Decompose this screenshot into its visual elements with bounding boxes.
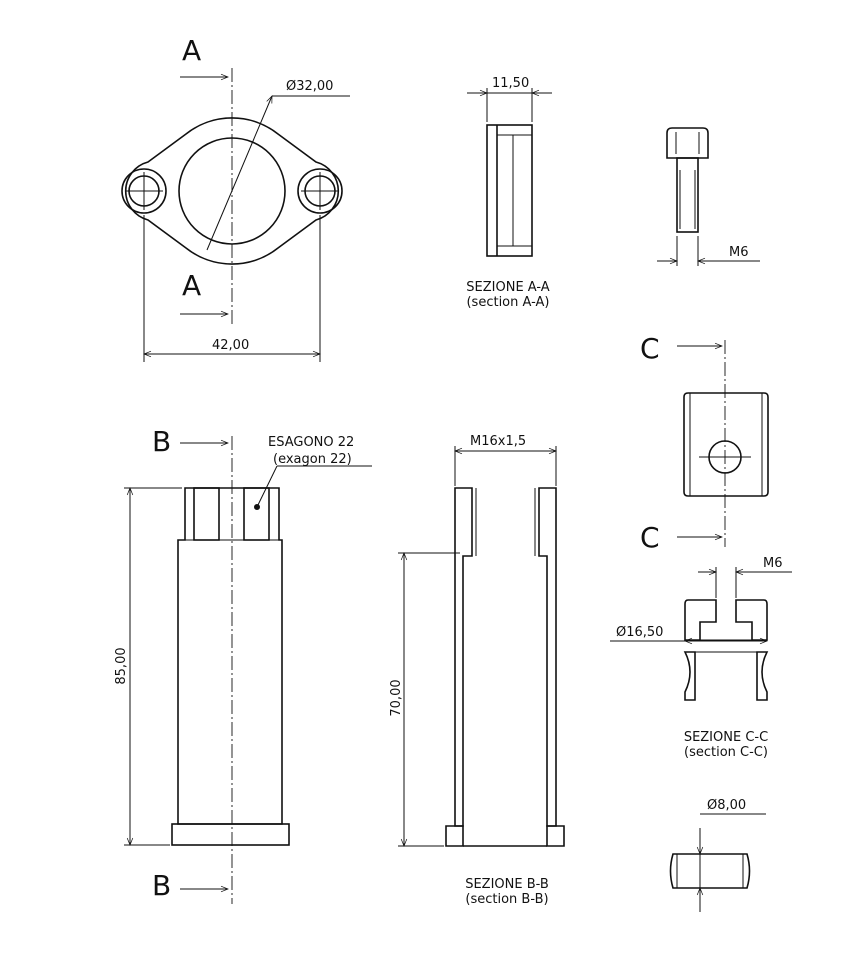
screw-view: M6	[657, 127, 760, 266]
section-mark-b-top: B	[152, 425, 171, 458]
section-b-right-wall	[538, 487, 557, 827]
section-mark-c-top: C	[640, 332, 660, 365]
section-c-bottom-left	[683, 651, 696, 701]
section-b-caption-en: (section B-B)	[465, 892, 548, 907]
screw-shank	[676, 157, 699, 233]
pin-view: Ø8,00	[669, 798, 766, 912]
left-hole-outer	[121, 168, 167, 214]
section-c-bottom-right	[756, 651, 769, 701]
pin-outline	[669, 853, 751, 889]
section-c-top-left	[684, 599, 717, 641]
section-c-thread-label: M6	[763, 556, 783, 571]
body-side-view: B ESAGONO 22 (exagon 22) 85,00 B	[114, 425, 372, 904]
hole-spacing-label: 42,00	[212, 338, 249, 353]
section-mark-b-bottom: B	[152, 869, 171, 902]
hexagon-note: ESAGONO 22	[268, 435, 354, 450]
body-length-label: 85,00	[114, 647, 129, 684]
section-b-left-base	[445, 825, 464, 847]
section-mark-c-bottom: C	[640, 521, 660, 554]
section-c-view: M6 Ø16,50 SEZIONE C-C (section C-C)	[610, 556, 792, 760]
section-mark-a-top: A	[182, 34, 201, 67]
screw-thread-label: M6	[729, 245, 749, 260]
bore-diameter-leader	[206, 95, 273, 251]
screw-head	[666, 127, 709, 159]
section-a-caption-en: (section A-A)	[466, 295, 549, 310]
section-b-right-base	[546, 825, 565, 847]
hexagon-note-leader	[256, 465, 278, 508]
bore-diameter-label: Ø32,00	[286, 79, 333, 94]
right-hole-outer	[297, 168, 343, 214]
hex-flat-right	[243, 487, 270, 541]
section-c-caption-en: (section C-C)	[684, 745, 768, 760]
section-a-width-label: 11,50	[492, 76, 529, 91]
block-side-view: C C	[640, 332, 769, 554]
body-base-flange	[171, 823, 290, 846]
hexagon-note-en: (exagon 22)	[273, 452, 352, 467]
flange-top-view: A Ø32,00 A 42,00	[121, 34, 350, 362]
section-b-depth-label: 70,00	[389, 679, 404, 716]
flange-outline	[124, 117, 340, 265]
hex-flat-left	[193, 487, 220, 541]
section-b-view: M16x1,5 70,00 SEZIONE B-B (section B-B)	[389, 434, 565, 907]
section-c-caption: SEZIONE C-C	[684, 730, 768, 745]
section-b-caption: SEZIONE B-B	[465, 877, 549, 892]
section-a-caption: SEZIONE A-A	[466, 280, 550, 295]
section-c-top-right	[735, 599, 768, 641]
section-a-view: 11,50 SEZIONE A-A (section A-A)	[466, 76, 552, 310]
section-a-outline	[486, 124, 533, 257]
section-mark-a-bottom: A	[182, 269, 201, 302]
flange-bore	[178, 137, 286, 245]
pin-diameter-label: Ø8,00	[707, 798, 746, 813]
block-outline	[683, 392, 769, 497]
section-b-left-wall	[454, 487, 473, 827]
section-c-diameter-label: Ø16,50	[616, 625, 663, 640]
section-b-thread-label: M16x1,5	[470, 434, 526, 449]
